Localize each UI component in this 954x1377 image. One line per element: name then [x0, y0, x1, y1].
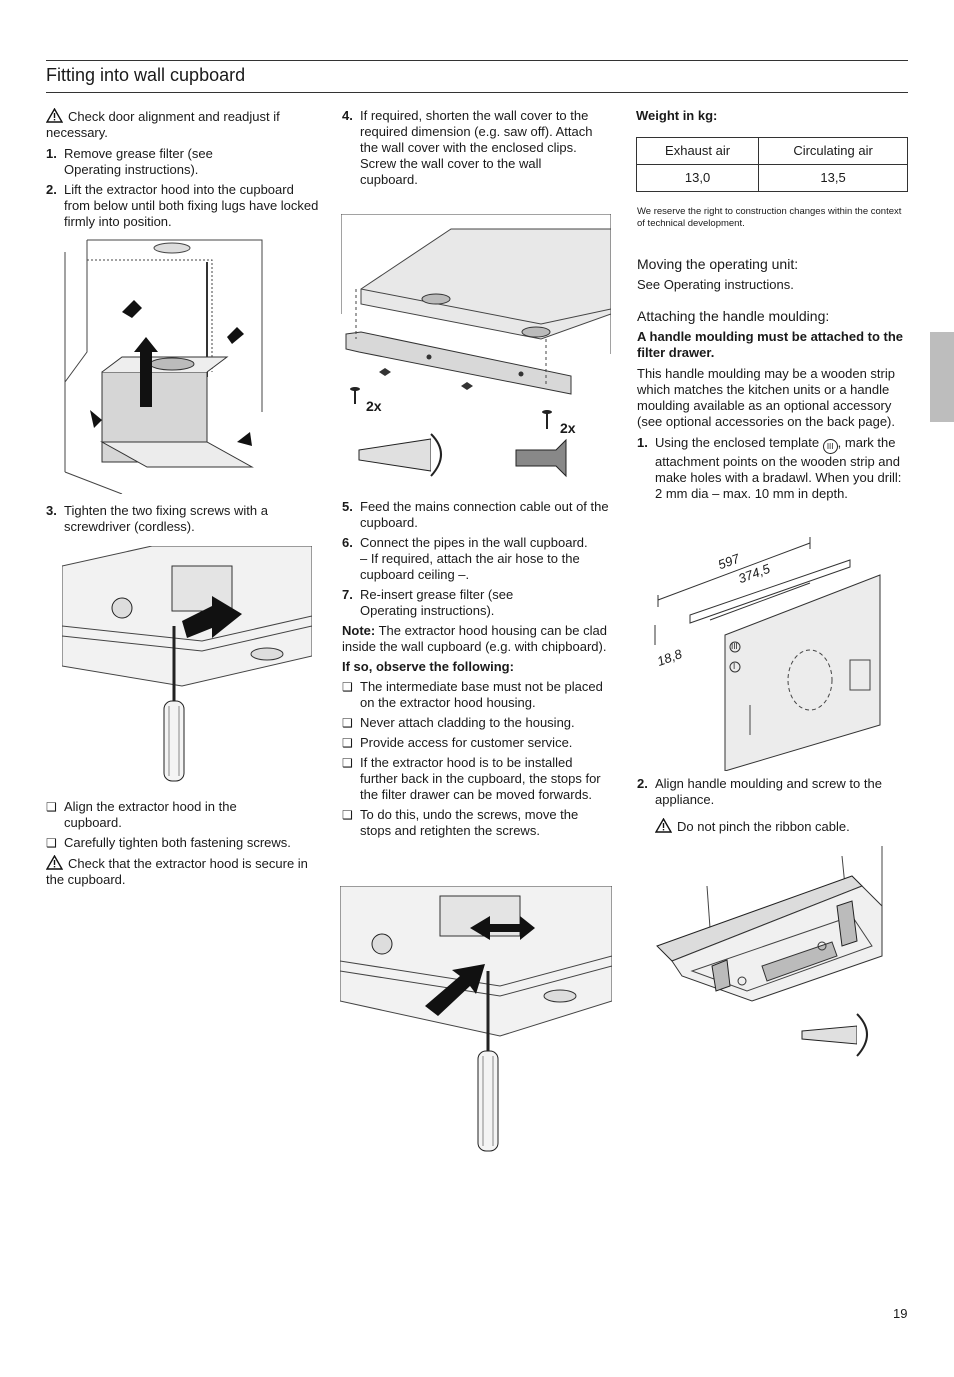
table-cell-exhaust: 13,0 [635, 164, 760, 192]
observe-heading: If so, observe the following: [342, 659, 514, 674]
warning-text-secure: Check that the extractor hood is secure … [46, 856, 308, 887]
attach-bold-text: A handle moulding must be attached to th… [637, 329, 904, 360]
check-item-text: If the extractor hood is to be installed… [360, 755, 601, 802]
checkbox-glyph: ❑ [46, 800, 57, 814]
moving-heading: Moving the operating unit: [637, 256, 799, 272]
drill-text: 2 mm dia – max. 10 mm in depth. [655, 486, 848, 501]
warning-icon [655, 818, 672, 833]
step-number: 2. [46, 182, 57, 197]
step-number: 6. [342, 535, 353, 550]
column-3-text: Moving the operating unit: See Operating… [637, 255, 907, 506]
step-text: Feed the mains connection cable out of t… [360, 499, 609, 530]
figure-label-left: 2x [366, 398, 382, 414]
check-item-text: Carefully tighten both fastening screws. [64, 835, 291, 850]
figure-move-stops [340, 886, 612, 1152]
figure-wall-cover [341, 214, 611, 478]
section-tab-marker [930, 332, 954, 422]
check-item-text: To do this, undo the screws, move the st… [360, 807, 579, 838]
column-2-step4: 4. If required, shorten the wall cover to… [342, 108, 610, 192]
reserve-note: We reserve the right to construction cha… [637, 206, 902, 229]
note-label: Note: [342, 623, 376, 638]
attach-heading: Attaching the handle moulding: [637, 308, 830, 324]
figure-label-right: 2x [560, 420, 576, 436]
table-header-exhaust: Exhaust air [635, 137, 760, 165]
weight-table-wrap: Exhaust air Circulating air 13,0 13,5 [635, 137, 908, 192]
column-1: Check door alignment and readjust if nec… [46, 108, 322, 234]
checkbox-glyph: ❑ [342, 680, 353, 694]
template-icon: III [822, 439, 838, 454]
attach-text: This handle moulding may be a wooden str… [637, 366, 895, 429]
figure-lift-hood [62, 232, 268, 494]
template-label-1: I [733, 662, 736, 671]
column-1-checks: ❑ Align the extractor hood in the cupboar… [46, 799, 322, 888]
weight-table: Exhaust air Circulating air 13,0 13,5 [635, 137, 908, 192]
step-text: Connect the pipes in the wall cupboard. … [360, 535, 588, 582]
warning-icon [46, 108, 63, 123]
step-number: 2. [637, 776, 648, 791]
table-cell-circulating: 13,5 [758, 164, 908, 192]
check-item-text: Never attach cladding to the housing. [360, 715, 575, 730]
column-3-step2: 2. Align handle moulding and screw to the… [637, 776, 907, 835]
page-title: Fitting into wall cupboard [46, 65, 246, 85]
step-text: Re-insert grease filter (see Operating i… [360, 587, 514, 618]
figure-template-dimensions [654, 537, 881, 771]
check-item-text: Align the extractor hood in the cupboard… [64, 799, 237, 830]
checkbox-glyph: ❑ [342, 808, 353, 822]
step-text: If required, shorten the wall cover to t… [360, 108, 593, 155]
step-text-2: Screw the wall cover to the wall cupboar… [360, 156, 542, 187]
step-number: 7. [342, 587, 353, 602]
step-text: Lift the extractor hood into the cupboar… [64, 182, 319, 229]
step-text: Align handle moulding and screw to the a… [655, 776, 882, 807]
step-number: 3. [46, 503, 57, 518]
checkbox-glyph: ❑ [342, 716, 353, 730]
step-text-post: , mark the attachment points on the wood… [655, 435, 902, 485]
page-number: 19 [893, 1306, 908, 1321]
warning-text-door: Check door alignment and readjust if nec… [46, 109, 280, 140]
check-item-text: The intermediate base must not be placed… [360, 679, 603, 710]
check-item-text: Provide access for customer service. [360, 735, 573, 750]
checkbox-glyph: ❑ [342, 756, 353, 770]
top-rule [46, 60, 908, 61]
column-1-step3: 3. Tighten the two fixing screws with a s… [46, 503, 322, 539]
moving-text: See Operating instructions. [637, 277, 794, 292]
step-number: 1. [46, 146, 57, 161]
step-number: 4. [342, 108, 353, 123]
step-text: Remove grease filter (see Operating inst… [64, 146, 213, 177]
step-text: Tighten the two fixing screws with a scr… [64, 503, 268, 534]
step-number: 5. [342, 499, 353, 514]
weight-title: Weight in kg: [636, 108, 718, 123]
figure-tighten-screws [62, 546, 312, 782]
note-text: The extractor hood housing can be clad i… [342, 623, 607, 654]
step-text-pre: Using the enclosed template [655, 435, 820, 450]
column-2-steps: 5. Feed the mains connection cable out of… [342, 499, 610, 843]
warning-icon [46, 855, 63, 870]
title-rule [46, 92, 908, 93]
table-header-circulating: Circulating air [758, 137, 908, 165]
warning-text-ribbon: Do not pinch the ribbon cable. [677, 819, 850, 834]
checkbox-glyph: ❑ [342, 736, 353, 750]
template-label-3: III [731, 642, 738, 651]
figure-handle-moulding [656, 846, 883, 1057]
checkbox-glyph: ❑ [46, 836, 57, 850]
step-number: 1. [637, 435, 648, 450]
